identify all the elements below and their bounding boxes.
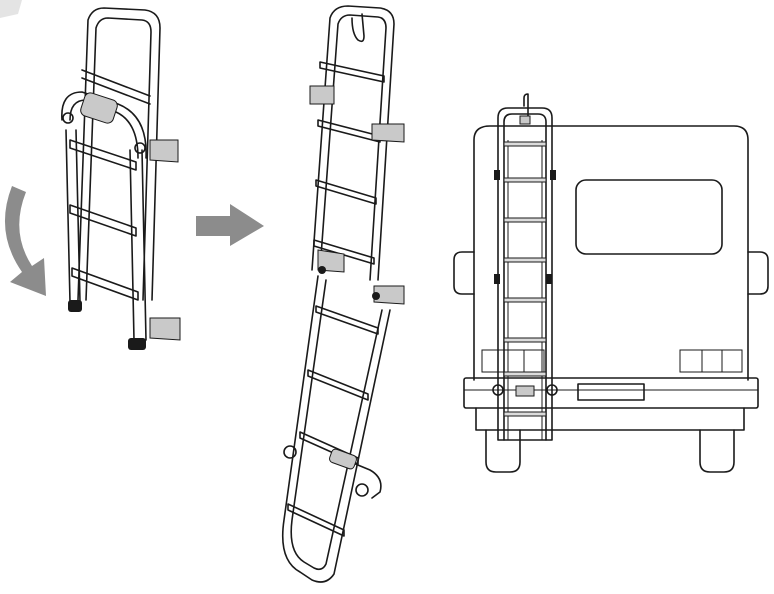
left-wheel bbox=[485, 429, 521, 473]
mounted-ladder-frame bbox=[497, 107, 553, 441]
folded-upper-rung bbox=[81, 69, 151, 105]
rear-bumper bbox=[463, 377, 759, 409]
folded-top-bracket bbox=[149, 139, 179, 163]
right-mirror bbox=[747, 251, 769, 295]
rotate-arrow-icon bbox=[4, 186, 47, 296]
mounted-ladder-rungs bbox=[503, 141, 547, 417]
folded-left-foot bbox=[68, 300, 82, 312]
upper-section-frame bbox=[311, 5, 395, 281]
top-hook bbox=[351, 13, 365, 43]
lower-handrail bbox=[335, 455, 382, 499]
folded-handrail bbox=[61, 91, 147, 159]
vehicle-body bbox=[473, 125, 749, 381]
right-wheel bbox=[699, 429, 735, 473]
folded-bottom-bracket bbox=[149, 317, 181, 341]
next-step-arrow-icon bbox=[196, 204, 264, 246]
corner-fragment bbox=[0, 0, 22, 18]
left-tail-lights bbox=[481, 349, 545, 373]
right-tail-lights bbox=[679, 349, 743, 373]
lower-rungs bbox=[287, 305, 379, 537]
folded-right-rail bbox=[129, 149, 147, 341]
lower-body bbox=[475, 407, 745, 431]
folded-right-foot bbox=[128, 338, 146, 350]
lower-section-frame bbox=[281, 275, 391, 583]
folded-upper-frame bbox=[77, 7, 161, 301]
upper-rungs bbox=[313, 61, 385, 265]
folded-upper-frame-inner bbox=[85, 17, 152, 301]
rear-window bbox=[575, 179, 723, 255]
folded-grip-pad bbox=[80, 92, 118, 124]
folded-rungs bbox=[69, 139, 139, 301]
mounted-ladder bbox=[492, 93, 558, 441]
left-mirror bbox=[453, 251, 475, 295]
extended-ladder bbox=[281, 5, 405, 583]
folded-ladder bbox=[61, 7, 181, 350]
vehicle-rear bbox=[453, 93, 769, 473]
license-plate bbox=[577, 383, 645, 401]
